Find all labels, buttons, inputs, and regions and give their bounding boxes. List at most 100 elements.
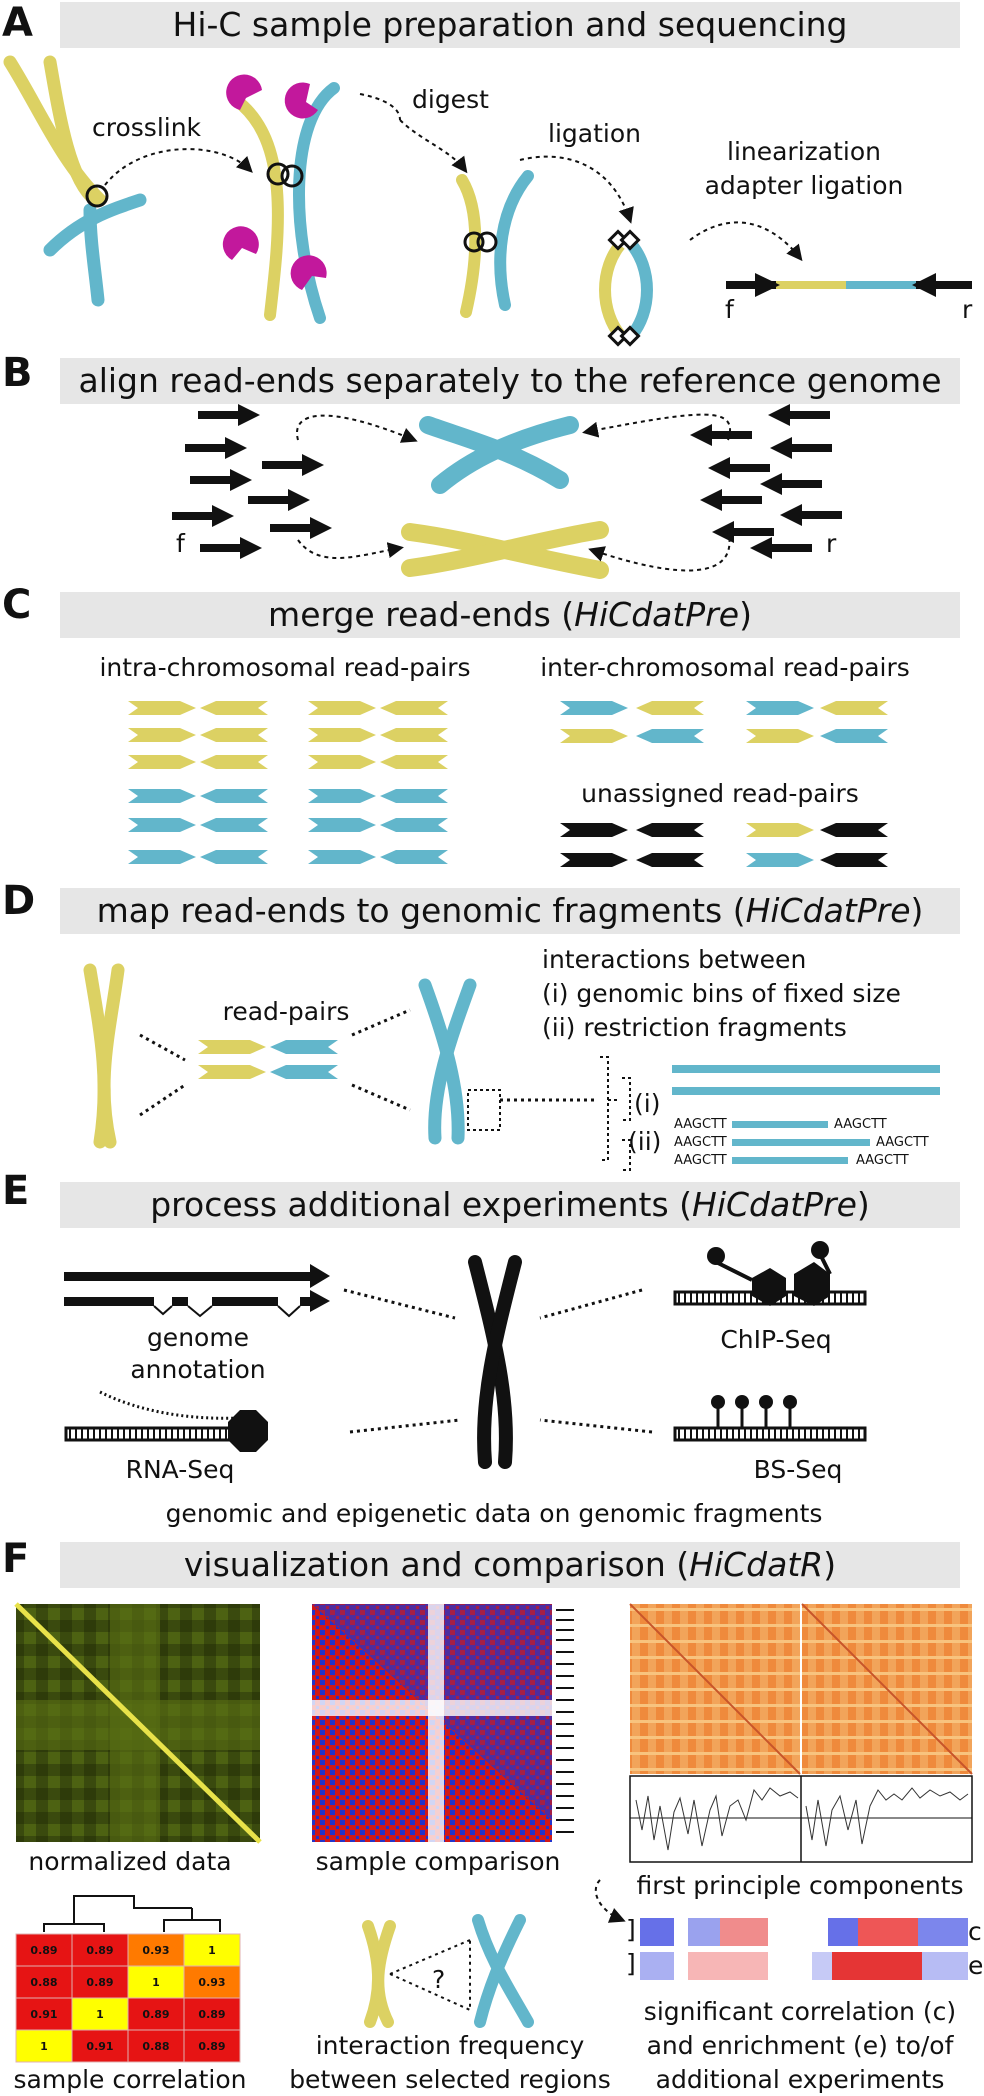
chip-seq-label: ChIP-Seq (720, 1325, 831, 1354)
significance-label-1: significant correlation (c) (644, 1997, 956, 2026)
correlation-cell (183, 2029, 241, 2063)
arrow-crosslink (104, 148, 253, 186)
correlation-value: 0.88 (142, 2040, 169, 2053)
bs-seq-icon (673, 1395, 867, 1442)
annotation-label: annotation (130, 1355, 265, 1384)
chip-seq-icon (673, 1241, 867, 1306)
ligation-label: ligation (548, 119, 641, 148)
forward-reads (172, 404, 332, 559)
connector-lines (351, 1008, 411, 1112)
svg-text:c: c (968, 1917, 982, 1946)
svg-text:]: ] (626, 1949, 636, 1978)
significance-label-3: additional experiments (656, 2065, 945, 2094)
rna-seq-icon (64, 1390, 268, 1452)
crosslink-ring-icon (266, 162, 290, 186)
correlation-cell (183, 1965, 241, 1999)
panel-d-title-bar (60, 888, 960, 934)
crosslink-ring-icon (280, 164, 304, 188)
correlation-value: 0.91 (86, 2040, 113, 2053)
panel-d-label: D (2, 878, 35, 924)
adapter-ligation-label: adapter ligation (705, 171, 904, 200)
intra-label: intra-chromosomal read-pairs (99, 653, 470, 682)
ligation-ring-icon (463, 231, 485, 253)
rna-seq-label: RNA-Seq (126, 1455, 235, 1484)
panel-c-label: C (2, 582, 31, 628)
correlation-cell (127, 1933, 185, 1967)
normalized-label: normalized data (28, 1847, 231, 1876)
panel-f-label: F (2, 1536, 29, 1582)
alignment-arrows (296, 413, 731, 572)
genome-label: genome (147, 1323, 249, 1352)
reference-chromosome-blue (419, 416, 579, 494)
restriction-enzyme-icons (222, 74, 327, 290)
panel-e-title-bar (60, 1182, 960, 1228)
read-pair-examples (198, 1040, 338, 1079)
svg-text:AAGCTT: AAGCTT (856, 1153, 909, 1168)
correlation-value: 1 (96, 2008, 104, 2021)
bins-label: (i) genomic bins of fixed size (542, 979, 901, 1008)
svg-text:]: ] (626, 1915, 636, 1944)
digest-label: digest (412, 85, 489, 114)
correlation-cell (183, 1997, 241, 2031)
ligation-junction-icons (607, 229, 641, 347)
correlation-cell (15, 2029, 73, 2063)
dendrogram (43, 1895, 221, 1932)
central-chromosome (468, 1255, 522, 1469)
correlation-cell (15, 1933, 73, 1967)
svg-text:AAGCTT: AAGCTT (674, 1117, 727, 1132)
arrow-ligation (519, 155, 634, 224)
digested-fragments (456, 170, 534, 318)
panel-e-label: E (2, 1168, 29, 1214)
reference-chromosome-yellow (401, 521, 609, 579)
forward-label: f (176, 529, 186, 558)
normalized-heatmap (14, 1602, 262, 1844)
reverse-reads (690, 404, 842, 559)
zoom-box (467, 1089, 501, 1131)
panel-e: E process additional experiments (HiCdat… (2, 1168, 960, 1528)
panel-a-label: A (2, 0, 33, 46)
pcs-label: first principle components (636, 1871, 963, 1900)
fragments-marker: (ii) (628, 1127, 661, 1156)
svg-text:AAGCTT: AAGCTT (674, 1153, 727, 1168)
bracket (622, 1077, 631, 1171)
panel-c-title-bar (60, 592, 960, 638)
correlation-value: 0.93 (198, 1976, 225, 1989)
unassigned-read-pairs (560, 823, 888, 867)
correlation-value: 1 (152, 1976, 160, 1989)
panel-b: B align read-ends separately to the refe… (2, 350, 960, 579)
svg-text:AAGCTT: AAGCTT (834, 1117, 887, 1132)
epigenetic-footer: genomic and epigenetic data on genomic f… (166, 1499, 823, 1528)
panel-b-title: align read-ends separately to the refere… (79, 361, 942, 400)
bracket (600, 1056, 618, 1161)
panel-d: D map read-ends to genomic fragments (Hi… (2, 878, 960, 1171)
correlation-cell (71, 1965, 129, 1999)
correlation-cell (15, 1965, 73, 1999)
comparison-label: sample comparison (316, 1847, 561, 1876)
interactions-label: interactions between (542, 945, 806, 974)
sample-correlation-label: sample correlation (14, 2065, 247, 2094)
bins-marker: (i) (634, 1089, 660, 1118)
selected-region-chromosomes (362, 1914, 534, 2028)
crosslink-label: crosslink (92, 113, 202, 142)
inter-label: inter-chromosomal read-pairs (540, 653, 910, 682)
crosslink-site-icon (85, 184, 109, 208)
unassigned-label: unassigned read-pairs (581, 779, 859, 808)
pca-heatmaps (629, 1603, 973, 1863)
fragments-label: (ii) restriction fragments (542, 1013, 847, 1042)
panel-b-title-bar (60, 358, 960, 404)
blue-chromosome (418, 978, 477, 1145)
comparison-heatmap (312, 1604, 576, 1842)
svg-text:AAGCTT: AAGCTT (876, 1135, 929, 1150)
linear-read-pair (726, 273, 972, 297)
panel-c-title: merge read-ends (HiCdatPre) (268, 595, 752, 634)
ligated-circle (599, 241, 653, 339)
unknown-marker: ? (432, 1965, 445, 1994)
correlation-strip: ] c (626, 1915, 982, 1946)
correlation-cell (127, 2029, 185, 2063)
connector-lines (343, 1288, 653, 1434)
correlation-value: 0.89 (30, 1944, 57, 1957)
restriction-fragments: AAGCTT AAGCTT AAGCTT AAGCTT AAGCTT AAGCT… (674, 1117, 929, 1168)
correlation-cell (183, 1933, 241, 1967)
